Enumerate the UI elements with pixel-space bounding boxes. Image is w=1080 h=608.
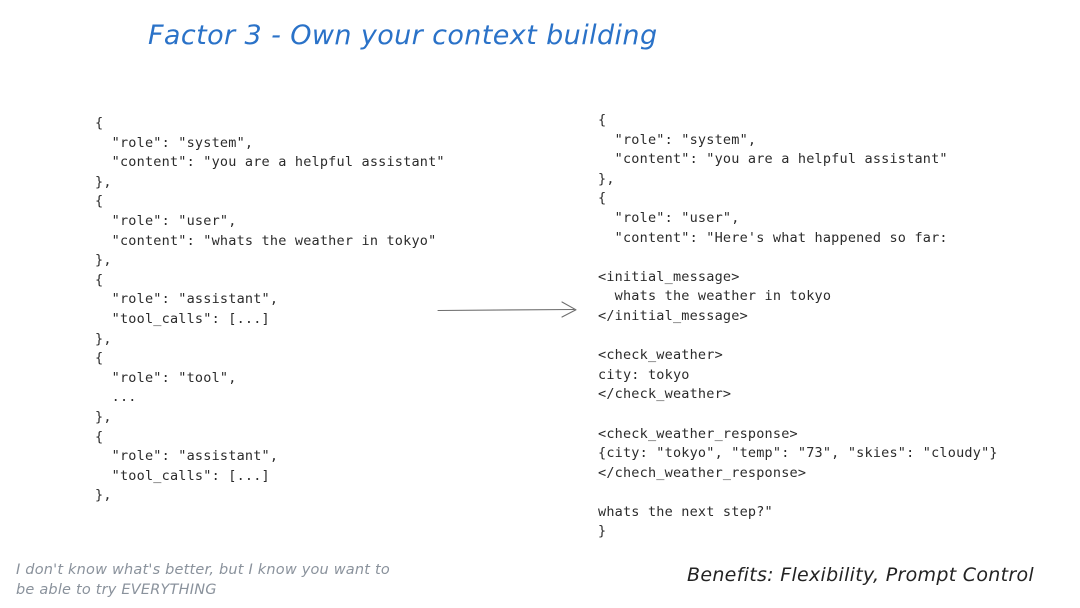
code-line: <check_weather> xyxy=(598,347,723,364)
code-line: "content": "you are a helpful assistant" xyxy=(598,151,948,168)
code-line: }, xyxy=(95,173,112,190)
left-code-block: { "role": "system", "content": "you are … xyxy=(95,114,445,506)
code-line xyxy=(598,248,998,268)
benefits-note: Benefits: Flexibility, Prompt Control xyxy=(687,564,1034,586)
transform-arrow xyxy=(436,296,582,324)
code-line: { xyxy=(95,271,104,288)
code-line: { xyxy=(598,190,607,207)
right-code-block: { "role": "system", "content": "you are … xyxy=(598,111,998,542)
bottom-left-note: I don't know what's better, but I know y… xyxy=(16,562,390,598)
code-line: "tool_calls": [...] xyxy=(95,310,270,327)
code-line: "role": "system", xyxy=(598,131,757,148)
code-line: ... xyxy=(95,389,137,406)
code-line xyxy=(598,405,998,425)
code-line: "role": "assistant", xyxy=(95,448,279,465)
code-line: { xyxy=(95,115,104,131)
code-line: "content": "you are a helpful assistant" xyxy=(95,154,445,171)
code-line: whats the next step?" xyxy=(598,503,773,520)
code-line: </check_weather> xyxy=(598,386,732,403)
code-line: whats the weather in tokyo xyxy=(598,288,832,305)
code-line: }, xyxy=(95,408,112,425)
page-title: Factor 3 - Own your context building xyxy=(148,20,658,51)
code-line: } xyxy=(598,523,607,540)
arrow-icon xyxy=(437,301,577,318)
code-line: }, xyxy=(95,252,112,269)
code-line: </chech_weather_response> xyxy=(598,464,807,481)
code-line: "role": "system", xyxy=(95,134,254,151)
code-line: { xyxy=(95,193,104,210)
code-line: "role": "assistant", xyxy=(95,291,279,308)
code-line: { xyxy=(95,428,104,445)
code-line: "role": "tool", xyxy=(95,369,237,386)
code-line: "role": "user", xyxy=(598,209,740,226)
code-line: { xyxy=(95,350,104,367)
code-line: city: tokyo xyxy=(598,366,690,383)
code-line: "tool_calls": [...] xyxy=(95,467,270,484)
code-line: "role": "user", xyxy=(95,212,237,229)
code-line: }, xyxy=(95,330,112,347)
code-line: { xyxy=(598,112,607,128)
code-line: }, xyxy=(95,487,112,504)
code-line: "content": "whats the weather in tokyo" xyxy=(95,232,437,249)
code-line: }, xyxy=(598,170,615,187)
code-line xyxy=(598,327,998,347)
code-line: {city: "tokyo", "temp": "73", "skies": "… xyxy=(598,445,998,462)
code-line: "content": "Here's what happened so far: xyxy=(598,229,948,246)
code-line: </initial_message> xyxy=(598,307,748,324)
code-line: <initial_message> xyxy=(598,268,740,285)
code-line xyxy=(598,483,998,503)
code-line: <check_weather_response> xyxy=(598,425,798,442)
